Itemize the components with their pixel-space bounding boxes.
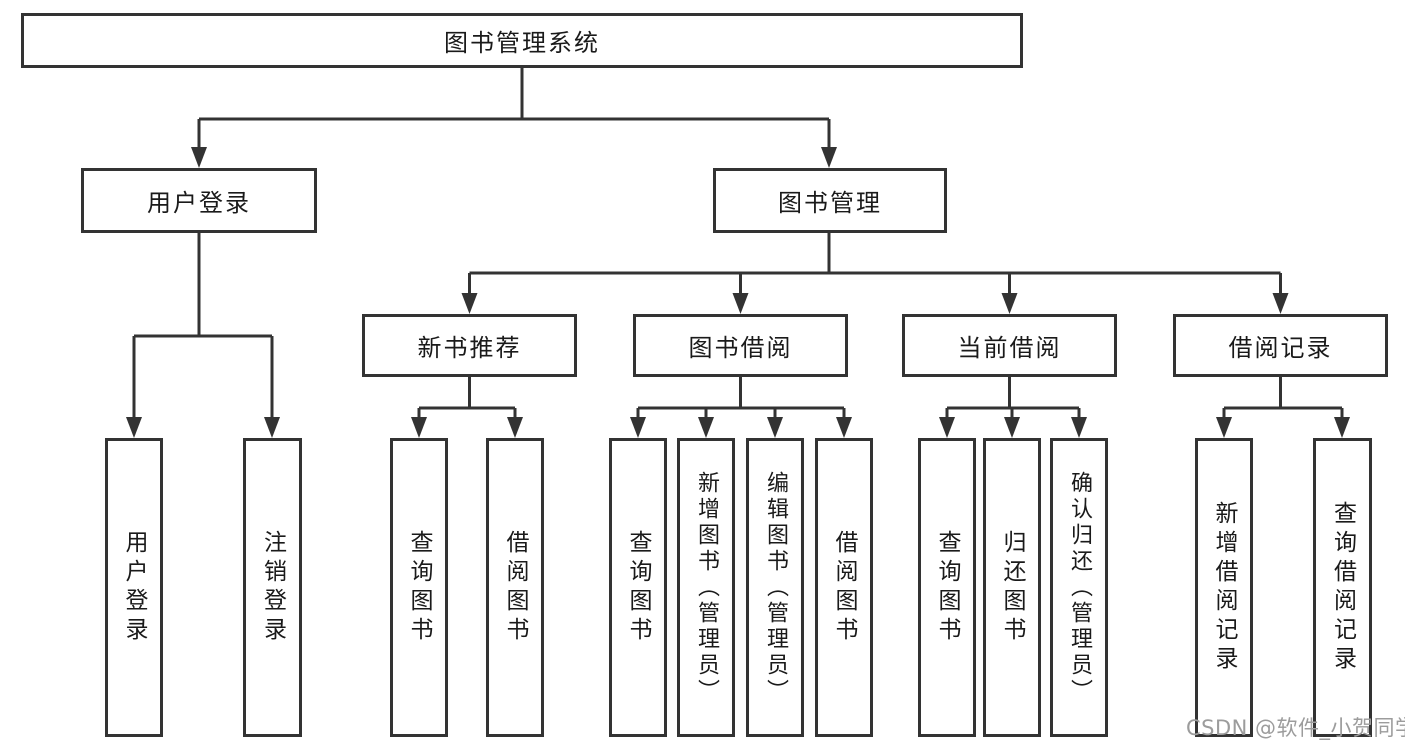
leaf-edit-books-admin: 编辑图书（管理员） xyxy=(746,438,804,737)
node-book-management: 图书管理 xyxy=(713,168,947,233)
leaf-query-books-recommend: 查询图书 xyxy=(390,438,448,737)
node-library-system: 图书管理系统 xyxy=(21,13,1023,68)
node-book-borrow: 图书借阅 xyxy=(633,314,848,377)
leaf-query-books-current: 查询图书 xyxy=(918,438,976,737)
node-new-book-recommend: 新书推荐 xyxy=(362,314,577,377)
leaf-add-borrow-record: 新增借阅记录 xyxy=(1195,438,1253,737)
leaf-user-login: 用户登录 xyxy=(105,438,163,737)
leaf-query-borrow-record: 查询借阅记录 xyxy=(1313,438,1372,737)
leaf-logout: 注销登录 xyxy=(243,438,302,737)
leaf-return-books: 归还图书 xyxy=(983,438,1041,737)
leaf-borrow-books: 借阅图书 xyxy=(815,438,873,737)
node-current-borrow: 当前借阅 xyxy=(902,314,1117,377)
leaf-add-books-admin: 新增图书（管理员） xyxy=(677,438,735,737)
node-user-login: 用户登录 xyxy=(81,168,317,233)
node-borrow-records: 借阅记录 xyxy=(1173,314,1388,377)
leaf-confirm-return-admin: 确认归还（管理员） xyxy=(1050,438,1108,737)
watermark-text: CSDN @软件_小贺同学 xyxy=(1186,716,1405,740)
leaf-query-books-borrow: 查询图书 xyxy=(609,438,667,737)
leaf-borrow-books-recommend: 借阅图书 xyxy=(486,438,544,737)
